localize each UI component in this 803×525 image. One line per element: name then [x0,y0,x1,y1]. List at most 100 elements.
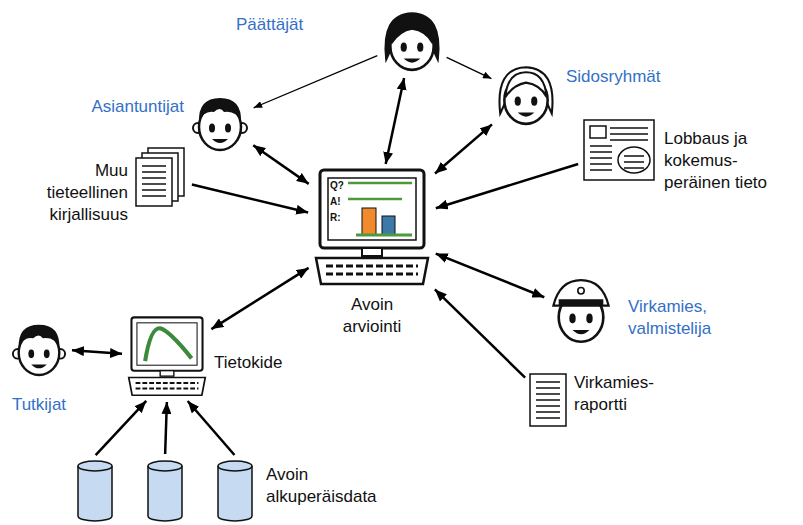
keys [326,273,418,276]
bar [362,208,376,235]
screen-label: Q? [330,180,344,192]
computer-icon-drawing [126,316,208,398]
head [559,293,604,342]
cap-band [559,299,604,305]
connector-arrow [72,350,122,354]
connector-arrow [165,402,167,454]
connector-arrow [192,184,308,212]
document-icon-drawing [528,372,568,428]
connector-arrow [188,401,235,455]
mouth [31,364,46,368]
eye [401,43,407,52]
page [136,158,172,206]
stand [160,371,174,376]
node-label: Lobbaus ja kokemus-peräinen tieto [664,128,782,194]
text-line [610,127,648,129]
connector-arrow [447,57,492,78]
screen-line [348,198,402,201]
cap [553,280,608,306]
person-icon-drawing [10,316,68,380]
person-icon-drawing [495,62,557,128]
document-icon-drawing [134,146,188,208]
chart-base [356,234,412,237]
text-line [624,161,644,163]
text-line [536,417,560,419]
eye [586,314,592,324]
person-icon-drawing [381,8,443,74]
eye [225,124,231,133]
text-line [142,195,166,197]
mouth [404,59,421,63]
text-line [142,189,166,191]
document-icon-drawing [582,118,658,184]
text-line [536,405,560,407]
role-label: Tutkijat [2,394,76,416]
node-label: Tietokide [214,352,304,374]
text-line [536,411,560,413]
keys [326,265,418,268]
node-label: Virkamies-raportti [574,372,664,416]
cylinder-top [148,461,182,471]
screen-line [348,182,412,185]
text-line [142,183,166,185]
monitor [131,317,202,370]
page [584,120,654,180]
role-label: Virkamies, valmistelija [628,296,748,340]
eye [417,43,423,52]
person-icon: Tutkijat [10,316,68,380]
connector-arrow [436,254,545,298]
document-icon: Virkamies-raportti [528,372,568,428]
bar [382,216,395,235]
eye [209,124,215,133]
cylinder-top [78,461,112,471]
text-line [142,171,166,173]
cylinder [218,466,252,521]
monitor [320,170,424,248]
text-line [624,155,644,157]
eye [44,349,50,358]
fringe [505,72,546,97]
person-icon-drawing [190,90,250,154]
connector-arrow [254,56,378,108]
picture [590,126,606,138]
document-icon: Lobbaus ja kokemus-peräinen tieto [582,118,658,184]
cylinder [148,466,182,521]
page [530,374,566,426]
hair [199,98,241,122]
cylinder [78,466,112,521]
connector-arrow [386,78,404,164]
text-line [536,393,560,395]
text-line [610,133,648,135]
document-icon: Muu tieteellinen kirjallisuus [134,146,188,208]
role-label: Sidosryhmät [566,66,686,88]
node-label: Muu tieteellinen kirjallisuus [28,160,128,226]
role-label: Asiantuntijat [74,96,184,118]
screen-label: A! [330,196,341,208]
eye [515,97,521,106]
hair [19,325,60,348]
text-line [536,381,560,383]
database-icon-drawing [76,458,254,520]
connector-arrow [96,401,147,455]
screen-label: R: [330,212,341,224]
curve [145,328,191,361]
keys [136,387,199,389]
fringe [391,18,432,43]
text-line [142,177,166,179]
text-line [590,151,612,153]
computer-icon: Tietokide [126,316,208,398]
screen [328,178,416,240]
eye [28,349,34,358]
text-line [590,145,612,147]
text-line [590,163,612,165]
database-icon: Avoin alkuperäisdata [76,458,254,520]
person-icon-drawing [548,278,614,346]
keyboard [129,378,206,396]
text-line [590,157,612,159]
connectors [72,56,578,455]
role-label: Päättäjät [236,14,346,36]
text-line [536,387,560,389]
connector-arrow [435,124,492,173]
circle-mark [618,147,650,173]
person-icon: Päättäjät [381,8,443,74]
